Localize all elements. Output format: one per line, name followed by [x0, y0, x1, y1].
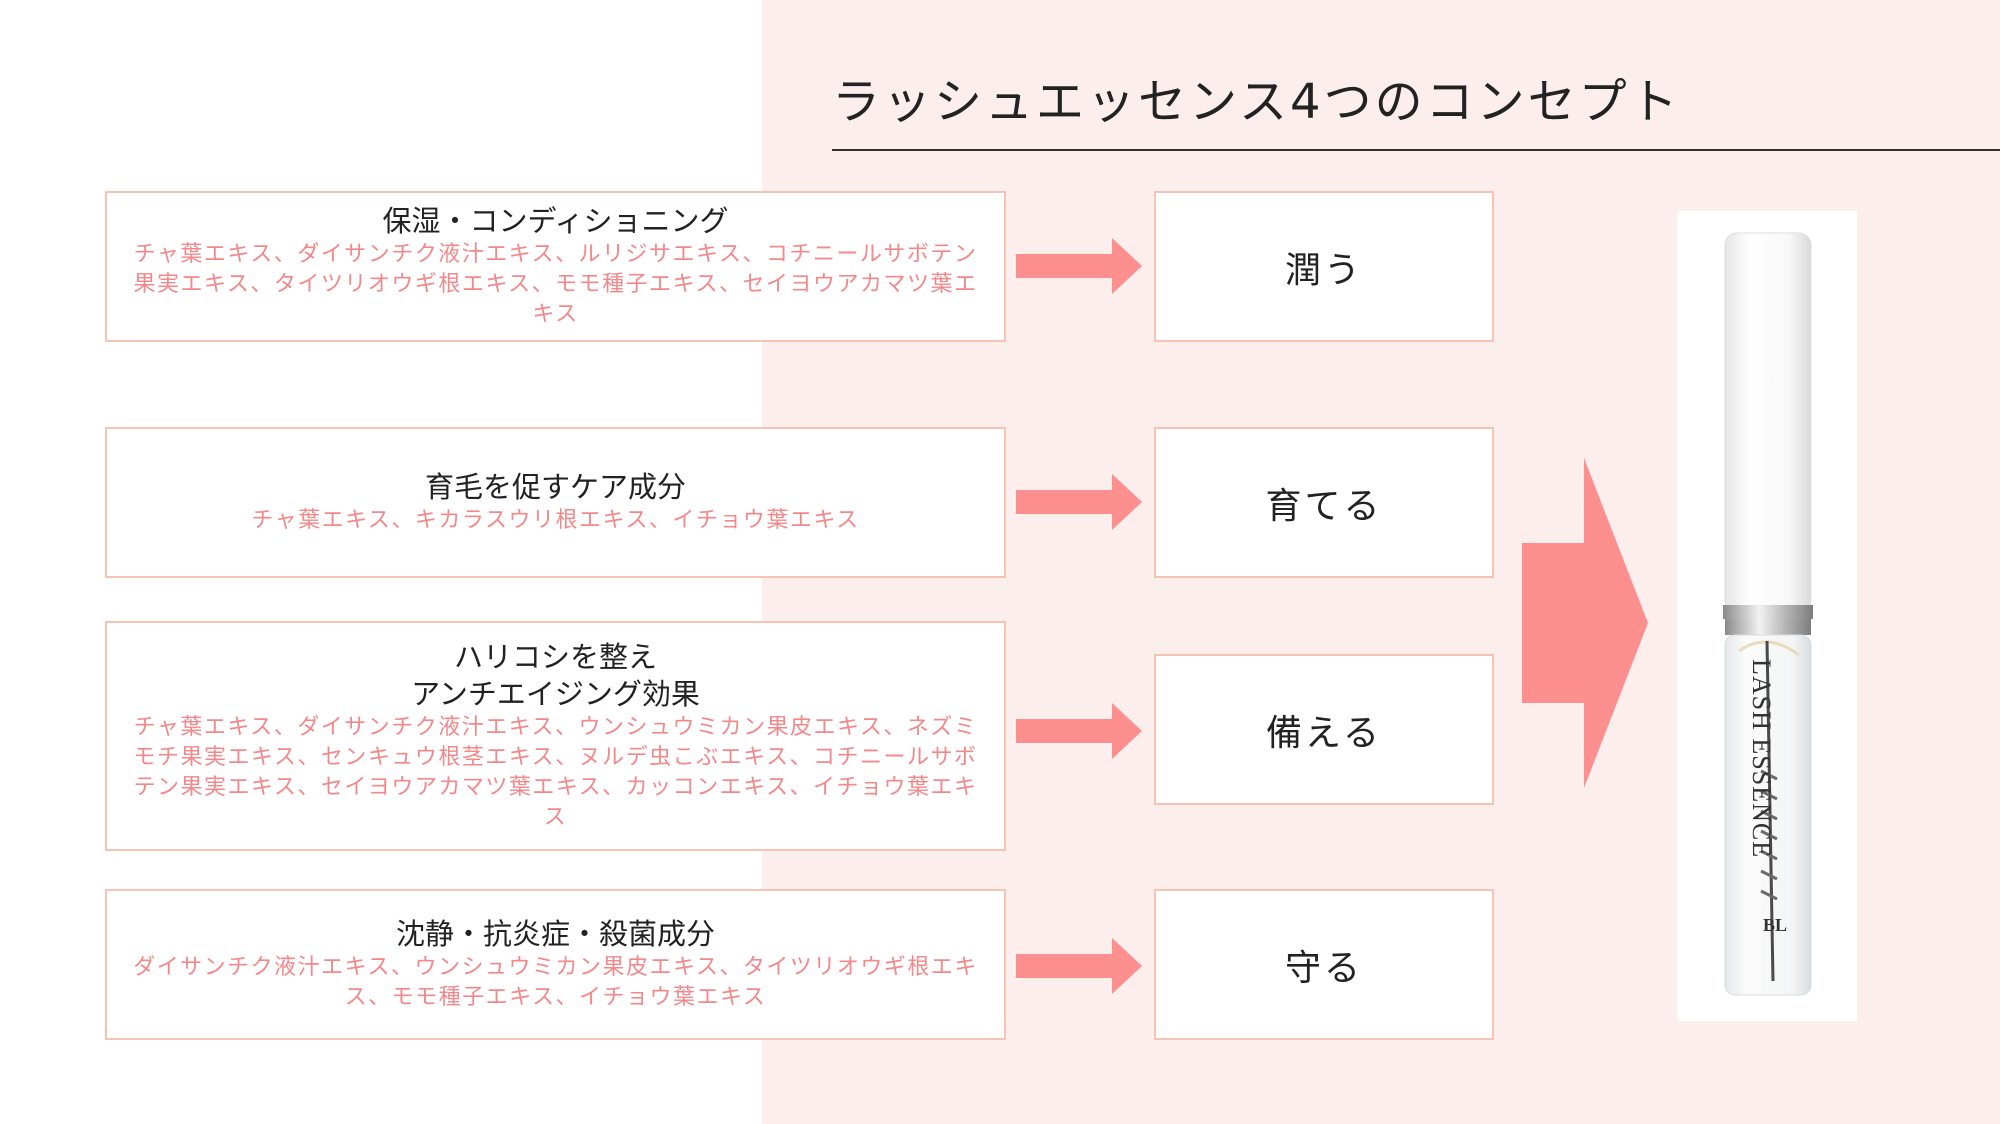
concept-box-growth: 育毛を促すケア成分 チャ葉エキス、キカラスウリ根エキス、イチョウ葉エキス: [105, 427, 1006, 578]
effect-label: 備える: [1266, 712, 1382, 754]
lash-essence-bottle-image: LASH ESSENCE BL: [1723, 232, 1813, 996]
effect-box-moisturize: 潤う: [1154, 191, 1494, 342]
effect-label: 潤う: [1284, 249, 1363, 291]
right-arrow-icon: [1016, 703, 1142, 759]
concept-ingredients: チャ葉エキス、ダイサンチク液汁エキス、ルリジサエキス、コチニールサボテン果実エキ…: [133, 242, 978, 327]
effect-label: 守る: [1284, 947, 1363, 989]
effect-box-prepare: 備える: [1154, 654, 1494, 805]
title-underline: [832, 149, 2000, 151]
right-arrow-icon: [1016, 474, 1142, 530]
concept-box-anti-aging: ハリコシを整え アンチエイジング効果 チャ葉エキス、ダイサンチク液汁エキス、ウン…: [105, 621, 1006, 851]
concept-ingredients: ダイサンチク液汁エキス、ウンシュウミカン果皮エキス、タイツリオウギ根エキス、モモ…: [133, 955, 978, 1010]
brand-text: BL: [1763, 915, 1787, 935]
concept-box-soothing: 沈静・抗炎症・殺菌成分 ダイサンチク液汁エキス、ウンシュウミカン果皮エキス、タイ…: [105, 889, 1006, 1040]
concept-heading: 保湿・コンディショニング: [382, 204, 729, 238]
effect-box-protect: 守る: [1154, 889, 1494, 1040]
concept-heading: 育毛を促すケア成分: [424, 470, 686, 504]
concept-heading: 沈静・抗炎症・殺菌成分: [395, 917, 715, 951]
effect-label: 育てる: [1265, 485, 1383, 527]
page-title: ラッシュエッセンス4つのコンセプト: [832, 74, 1681, 130]
product-image: LASH ESSENCE BL: [1677, 211, 1857, 1021]
concept-heading: ハリコシを整え アンチエイジング効果: [411, 640, 700, 711]
concept-ingredients: チャ葉エキス、ダイサンチク液汁エキス、ウンシュウミカン果皮エキス、ネズミモチ果実…: [133, 715, 978, 830]
product-name-text: LASH ESSENCE: [1747, 659, 1776, 858]
concept-box-moisturizing: 保湿・コンディショニング チャ葉エキス、ダイサンチク液汁エキス、ルリジサエキス、…: [105, 191, 1006, 342]
right-arrow-icon: [1016, 238, 1142, 294]
effect-box-grow: 育てる: [1154, 427, 1494, 578]
concept-ingredients: チャ葉エキス、キカラスウリ根エキス、イチョウ葉エキス: [251, 508, 860, 533]
big-right-arrow-icon: [1522, 458, 1648, 788]
right-arrow-icon: [1016, 938, 1142, 994]
